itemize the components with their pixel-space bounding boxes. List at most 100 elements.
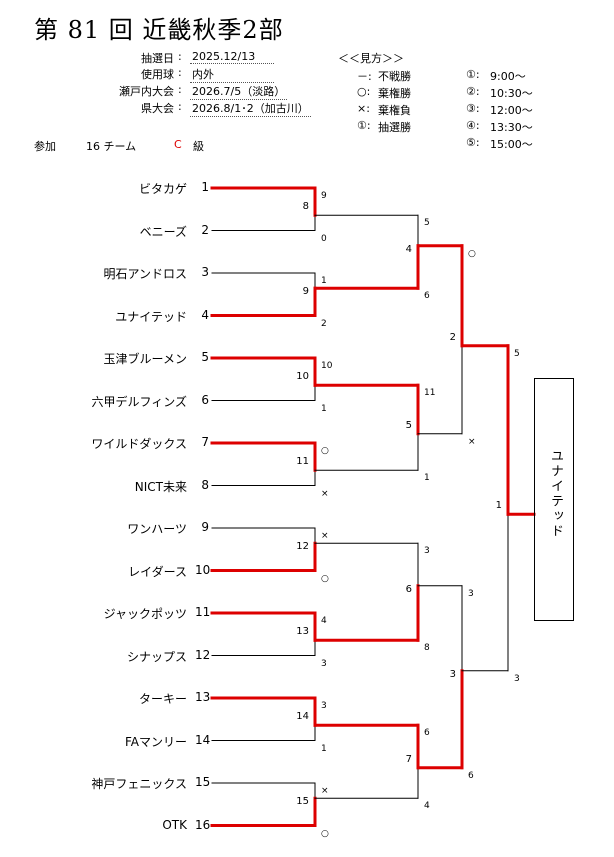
match-score: 1	[321, 403, 327, 414]
team-number: 8	[201, 477, 209, 492]
match-score: 2	[321, 318, 327, 329]
team-name: シナップス	[126, 649, 187, 664]
time-mark: ②:	[466, 85, 480, 98]
match-score: 9	[321, 191, 327, 201]
match-score: ○	[321, 573, 329, 584]
team-number: 14	[195, 732, 211, 747]
match-number: 10	[296, 371, 309, 383]
legend-mark: ①:	[357, 119, 371, 132]
class-letter: C	[174, 138, 182, 151]
match-score: 11	[424, 388, 436, 399]
team-number: 6	[201, 392, 209, 407]
match-score: ○	[468, 248, 476, 259]
participation-count: 16 チーム	[86, 140, 137, 153]
match-score: ○	[321, 828, 329, 839]
info-label: 瀬戸内大会	[119, 85, 174, 98]
team-name: 六甲デルフィンズ	[91, 394, 187, 409]
match-number: 1	[495, 500, 502, 512]
match-score: ×	[468, 436, 476, 447]
team-name: 神戸フェニックス	[91, 777, 187, 791]
match-number: 15	[296, 796, 309, 808]
match-number: 6	[405, 583, 412, 595]
class-suffix: 級	[193, 140, 204, 153]
info-label: 県大会	[141, 102, 174, 115]
match-score: 4	[321, 616, 327, 626]
team-name: 明石アンドロス	[103, 267, 187, 281]
match-score: 6	[424, 728, 430, 739]
match-score: ○	[321, 446, 329, 456]
legend-text: 棄権負	[378, 104, 411, 117]
time-text: 9:00～	[490, 70, 526, 83]
team-name: OTK	[162, 817, 187, 832]
legend-mark: ×:	[357, 102, 370, 115]
team-number: 5	[201, 350, 209, 364]
info-value: 内外	[190, 66, 274, 83]
time-text: 13:30～	[490, 121, 533, 134]
match-number: 12	[296, 541, 309, 553]
info-colon: :	[178, 100, 182, 113]
team-name: ベニーズ	[139, 224, 187, 239]
team-number: 2	[201, 222, 209, 237]
match-score: 5	[514, 348, 520, 359]
info-colon: :	[178, 50, 182, 63]
match-score: 1	[321, 276, 327, 286]
time-mark: ③:	[466, 102, 480, 115]
match-number: 3	[449, 668, 456, 680]
match-score: 3	[321, 701, 327, 711]
team-number: 11	[195, 605, 211, 619]
info-value: 2026.7/5（淡路）	[190, 85, 288, 100]
match-score: 1	[424, 473, 430, 484]
legend-text: 抽選勝	[378, 121, 411, 134]
team-number: 3	[201, 265, 209, 279]
team-number: 9	[201, 520, 209, 534]
page-title: 第 81 回 近畿秋季2部	[34, 16, 284, 44]
time-text: 10:30～	[490, 87, 533, 100]
match-score: 5	[424, 218, 430, 229]
legend-text: 棄権勝	[378, 87, 411, 100]
participation-label: 参加	[34, 140, 56, 153]
champion-name: ユナイテッド	[548, 449, 563, 539]
match-number: 5	[405, 419, 412, 431]
time-mark: ①:	[466, 68, 480, 81]
team-number: 7	[201, 435, 209, 449]
legend-mark: －:	[357, 70, 372, 83]
match-score: ×	[321, 531, 329, 541]
info-label: 使用球	[141, 68, 174, 81]
team-number: 4	[201, 307, 209, 322]
team-name: ユナイテッド	[115, 309, 187, 324]
team-name: 玉津ブルーメン	[103, 352, 187, 366]
team-name: ジャックポッツ	[103, 607, 187, 621]
match-score: 10	[321, 361, 333, 371]
match-number: 4	[405, 243, 412, 255]
info-label: 抽選日	[141, 52, 174, 65]
team-number: 12	[195, 647, 211, 662]
time-mark: ④:	[466, 119, 480, 132]
team-name: レイダース	[128, 564, 187, 579]
team-name: FAマンリー	[124, 734, 187, 749]
match-score: ×	[321, 488, 329, 499]
team-number: 10	[195, 562, 211, 577]
match-number: 11	[296, 456, 309, 468]
team-name: ビタカゲ	[138, 182, 187, 196]
team-name: ターキー	[138, 692, 187, 706]
match-number: 7	[405, 753, 412, 765]
match-score: 3	[514, 673, 520, 684]
team-number: 16	[195, 817, 211, 832]
match-score: 6	[468, 770, 474, 781]
match-score: 0	[321, 233, 327, 244]
team-name: ワイルドダックス	[91, 437, 187, 451]
time-mark: ⑤:	[466, 136, 480, 149]
match-number: 2	[449, 331, 456, 343]
match-score: 3	[321, 658, 327, 669]
legend-text: 不戦勝	[378, 70, 411, 83]
match-score: ×	[321, 786, 329, 796]
match-score: 1	[321, 743, 327, 754]
champion-box: ユナイテッド	[534, 378, 574, 621]
match-score: 6	[424, 291, 430, 302]
info-colon: :	[178, 66, 182, 79]
match-number: 8	[302, 201, 309, 213]
legend-mark: ○:	[357, 85, 371, 98]
team-number: 15	[195, 775, 211, 789]
info-value: 2025.12/13	[190, 50, 274, 64]
